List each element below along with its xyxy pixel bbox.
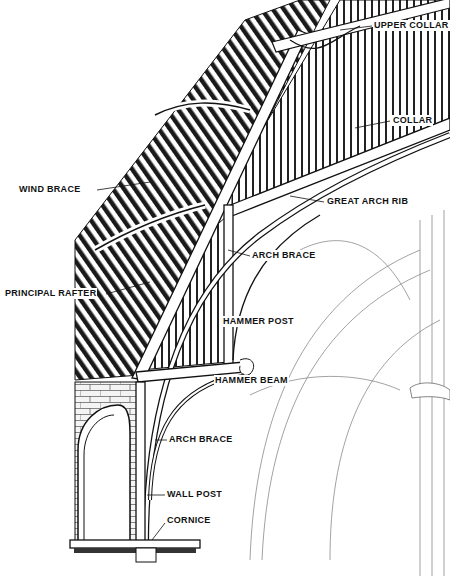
cornice-moulding xyxy=(74,548,196,553)
part-label: UPPER COLLAR xyxy=(373,20,450,31)
arch-brace xyxy=(233,215,320,360)
part-label: COLLAR xyxy=(392,115,433,126)
wind-brace xyxy=(95,205,205,250)
part-label: HAMMER BEAM xyxy=(214,375,289,386)
part-label: WALL POST xyxy=(166,489,223,500)
part-label: GREAT ARCH RIB xyxy=(326,196,409,207)
angel-figure xyxy=(410,383,450,400)
corbel xyxy=(136,548,156,562)
part-label: WIND BRACE xyxy=(18,184,82,195)
wall-post xyxy=(136,382,145,542)
hammer-post xyxy=(224,205,233,365)
part-label: HAMMER POST xyxy=(222,316,295,327)
collar xyxy=(228,118,450,216)
upper-collar xyxy=(272,0,450,52)
great-arch-rib xyxy=(146,135,450,545)
principal-rafter xyxy=(132,30,308,380)
part-label: PRINCIPAL RAFTER xyxy=(4,288,97,299)
window-arch xyxy=(78,405,130,540)
part-label: ARCH BRACE xyxy=(168,434,234,445)
part-label: ARCH BRACE xyxy=(251,250,317,261)
corbel-carving xyxy=(240,359,254,376)
leader-lines xyxy=(97,26,390,540)
stone-wall xyxy=(75,382,137,542)
wind-brace xyxy=(155,103,250,115)
cornice xyxy=(70,540,200,548)
part-label: CORNICE xyxy=(166,515,212,526)
